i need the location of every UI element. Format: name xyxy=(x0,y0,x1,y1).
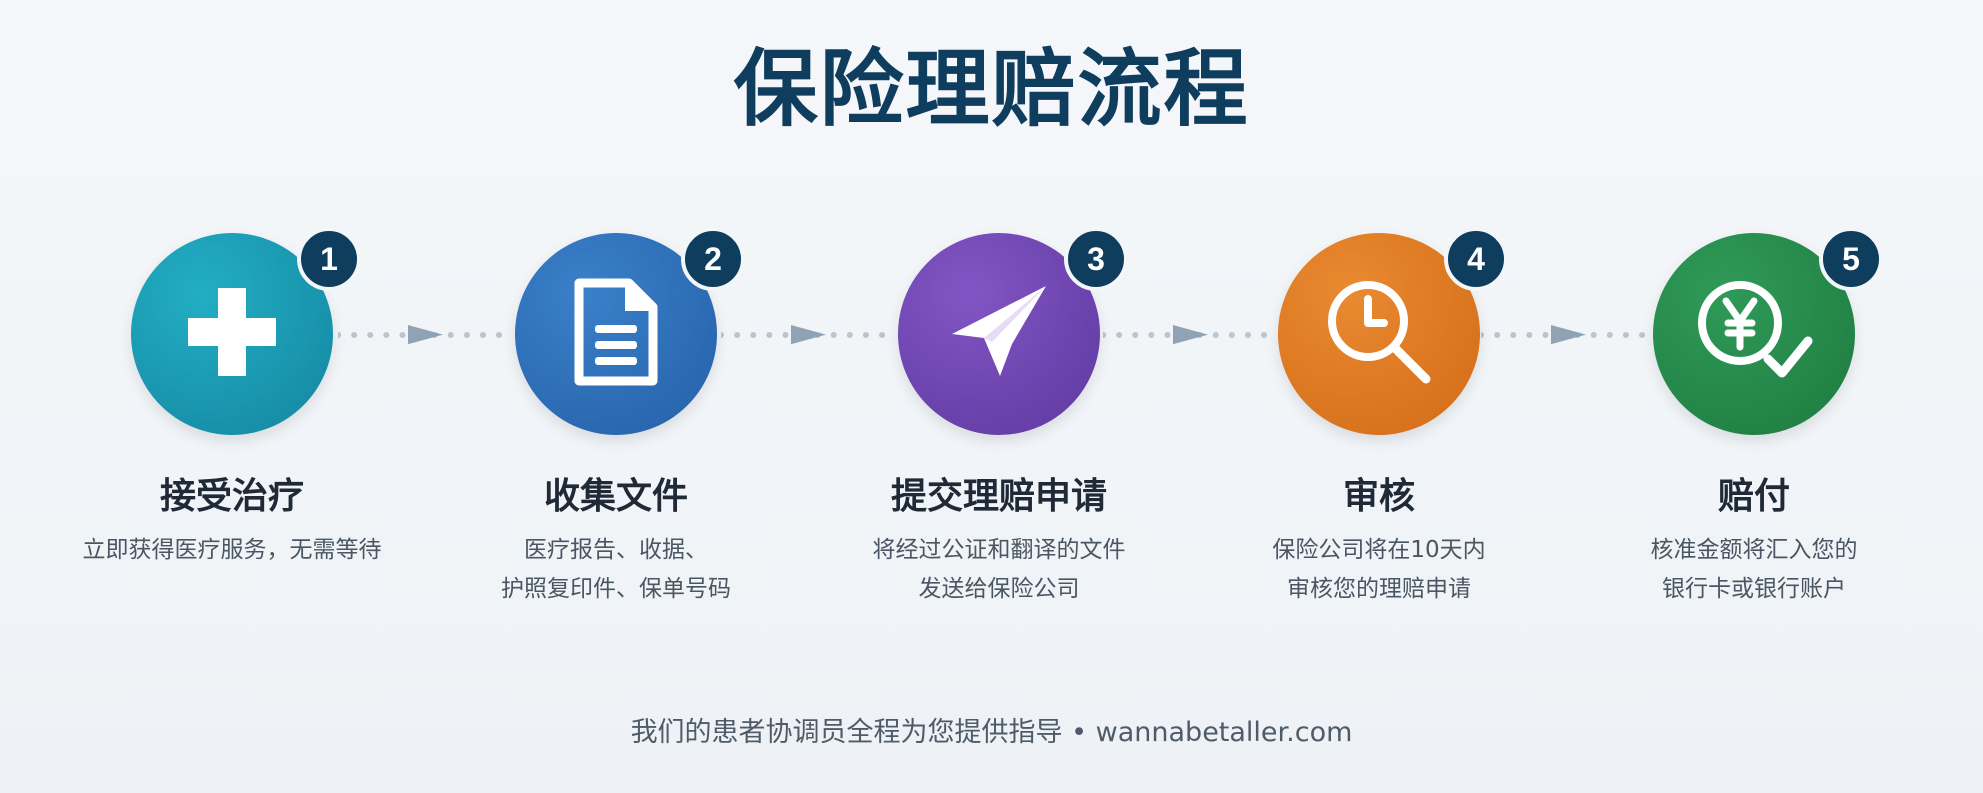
step-number-badge: 3 xyxy=(1064,227,1128,291)
step-connector-1-2 xyxy=(338,325,508,345)
step-number-badge: 5 xyxy=(1819,227,1883,291)
step-description: 核准金额将汇入您的 银行卡或银行账户 xyxy=(1650,537,1858,602)
document-icon xyxy=(573,277,659,391)
step-description: 保险公司将在10天内 审核您的理赔申请 xyxy=(1272,537,1486,602)
step-title: 接受治疗 xyxy=(159,476,304,517)
step-title: 赔付 xyxy=(1717,476,1790,517)
step-number-badge: 4 xyxy=(1444,227,1508,291)
medical-cross-icon xyxy=(184,284,280,384)
step-3-circle: 3 xyxy=(898,227,1128,435)
step-description: 立即获得医疗服务，无需等待 xyxy=(82,537,382,563)
step-4: 4 审核 保险公司将在10天内 审核您的理赔申请 xyxy=(1214,227,1544,609)
page-title: 保险理赔流程 xyxy=(733,40,1250,138)
step-connector-3-4 xyxy=(1103,325,1273,345)
send-paper-plane-icon xyxy=(944,282,1054,386)
step-title: 提交理赔申请 xyxy=(890,476,1107,517)
step-1: 1 接受治疗 立即获得医疗服务，无需等待 xyxy=(67,227,397,570)
step-1-circle: 1 xyxy=(131,227,361,435)
step-2: 2 收集文件 医疗报告、收据、 护照复印件、保单号码 xyxy=(451,227,781,609)
step-description: 医疗报告、收据、 护照复印件、保单号码 xyxy=(501,537,731,602)
step-connector-4-5 xyxy=(1481,325,1651,345)
step-number-badge: 1 xyxy=(297,227,361,291)
yen-check-icon xyxy=(1694,277,1814,391)
step-title: 收集文件 xyxy=(543,476,688,517)
step-5: 5 赔付 核准金额将汇入您的 银行卡或银行账户 xyxy=(1589,227,1919,609)
step-2-circle: 2 xyxy=(515,227,745,435)
step-title: 审核 xyxy=(1342,476,1415,517)
step-3: 3 提交理赔申请 将经过公证和翻译的文件 发送给保险公司 xyxy=(834,227,1164,609)
step-connector-2-3 xyxy=(721,325,891,345)
clock-magnifier-icon xyxy=(1324,277,1434,391)
step-5-circle: 5 xyxy=(1653,227,1883,435)
step-number-badge: 2 xyxy=(681,227,745,291)
step-4-circle: 4 xyxy=(1278,227,1508,435)
step-description: 将经过公证和翻译的文件 发送给保险公司 xyxy=(872,537,1126,602)
footer-note: 我们的患者协调员全程为您提供指导 • wannabetaller.com xyxy=(630,717,1353,748)
